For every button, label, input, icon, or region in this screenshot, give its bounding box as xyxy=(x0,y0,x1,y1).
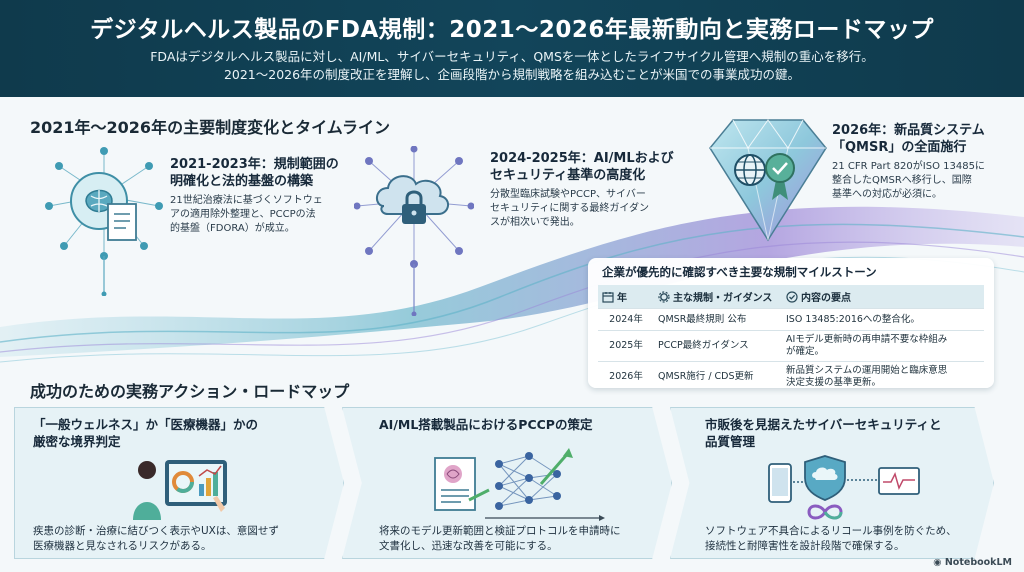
action-card-title: AI/ML搭載製品におけるPCCPの策定 xyxy=(379,416,592,433)
action-card-cybersecurity: 市販後を見据えたサイバーセキュリティと 品質管理 ソフトウェア不具合によるリコー… xyxy=(670,407,994,559)
subtitle-line-1: FDAはデジタルヘルス製品に対し、AI/ML、サイバーセキュリティ、QMSを一体… xyxy=(150,49,874,64)
action-card-desc-line: 接続性と耐障害性を設計段階で確保する。 xyxy=(705,540,905,552)
timeline-item-desc: 基準への対応が必須に。 xyxy=(832,189,942,200)
timeline-item-2024: 2024-2025年：AI/MLおよび セキュリティ基準の高度化 分散型臨床試験… xyxy=(490,150,690,230)
action-card-title-line: 厳密な境界判定 xyxy=(33,434,121,449)
action-card-title: 市販後を見据えたサイバーセキュリティと 品質管理 xyxy=(705,416,942,450)
row-points: 新品質システムの運用開始と臨床意思決定支援の基準更新。 xyxy=(782,361,984,392)
brain-document-icon xyxy=(45,147,163,296)
timeline-item-desc: 整合したQMSRへ移行し、国際 xyxy=(832,175,972,186)
milestone-table-panel: 企業が優先的に確認すべき主要な規制マイルストーン 年 主な規制・ガイダンス 内容… xyxy=(588,258,994,392)
check-circle-icon xyxy=(786,291,798,303)
action-card-desc-line: 将来のモデル更新範囲と検証プロトコルを申請時に xyxy=(379,525,621,537)
timeline-item-desc: 的基盤（FDORA）が成立。 xyxy=(170,223,295,234)
column-header-label: 内容の要点 xyxy=(801,293,851,304)
action-card-desc-line: ソフトウェア不具合によるリコール事例を防ぐため、 xyxy=(705,525,957,537)
row-points: AIモデル更新時の再申請不要な枠組みが確定。 xyxy=(782,330,984,362)
column-header-regulation: 主な規制・ガイダンス xyxy=(654,285,782,309)
action-card-desc: 疾患の診断・治療に結びつく表示やUXは、意図せず 医療機器と見なされるリスクがあ… xyxy=(33,524,279,554)
gear-icon xyxy=(658,291,670,303)
person-tablet-chart-icon xyxy=(133,460,227,520)
header-banner: デジタルヘルス製品のFDA規制：2021〜2026年最新動向と実務ロードマップ … xyxy=(0,0,1024,97)
timeline-section-title: 2021年〜2026年の主要制度変化とタイムライン xyxy=(30,118,390,137)
action-card-pccp: AI/ML搭載製品におけるPCCPの策定 将来のモデル更新範囲と検証プロトコルを… xyxy=(342,407,672,559)
action-card-title-line: 市販後を見据えたサイバーセキュリティと xyxy=(705,417,942,432)
subtitle-line-2: 2021〜2026年の制度改正を理解し、企画段階から規制戦略を組み込むことが米国… xyxy=(223,67,801,82)
document-neural-network-icon xyxy=(434,448,605,521)
timeline-item-title: 「QMSR」の全面施行 xyxy=(832,140,967,155)
row-point-line: 新品質システムの運用開始と臨床意思 xyxy=(786,365,948,376)
row-point-line: が確定。 xyxy=(786,346,825,357)
timeline-item-desc: 21世紀治療法に基づくソフトウェ xyxy=(170,195,323,206)
milestone-table-title: 企業が優先的に確認すべき主要な規制マイルストーン xyxy=(602,265,877,279)
timeline-item-desc: 21 CFR Part 820がISO 13485に xyxy=(832,161,985,172)
timeline-item-desc: アの適用除外整理と、PCCPの法 xyxy=(170,209,316,220)
row-regulation: QMSR施行 / CDS更新 xyxy=(654,361,782,392)
calendar-icon xyxy=(602,292,614,303)
timeline-item-title: 2021-2023年：規制範囲の xyxy=(170,157,339,172)
row-year: 2024年 xyxy=(598,308,654,331)
timeline-item-title: 2024-2025年：AI/MLおよび xyxy=(490,151,674,166)
milestone-table: 年 主な規制・ガイダンス 内容の要点 2024年 QMSR最終規則 公布 ISO… xyxy=(598,285,984,392)
timeline-item-desc: セキュリティに関する最終ガイダン xyxy=(490,203,649,214)
actions-section-title: 成功のための実務アクション・ロードマップ xyxy=(30,382,350,401)
row-year: 2026年 xyxy=(598,361,654,392)
column-header-label: 主な規制・ガイダンス xyxy=(673,293,773,304)
column-header-points: 内容の要点 xyxy=(782,285,984,309)
action-card-title-line: 品質管理 xyxy=(705,434,756,449)
action-card-desc-line: 疾患の診断・治療に結びつく表示やUXは、意図せず xyxy=(33,525,279,537)
column-header-label: 年 xyxy=(617,293,627,304)
table-row: 2025年 PCCP最終ガイダンス AIモデル更新時の再申請不要な枠組みが確定。 xyxy=(598,330,984,362)
footer-brand-label: NotebookLM xyxy=(944,557,1012,568)
timeline-item-title: 明確化と法的基盤の構築 xyxy=(170,174,314,189)
action-card-boundary: 「一般ウェルネス」か「医療機器」かの 厳密な境界判定 疾患の診断・治療に結びつく… xyxy=(14,407,344,559)
row-point-line: AIモデル更新時の再申請不要な枠組み xyxy=(786,334,948,345)
page-title: デジタルヘルス製品のFDA規制：2021〜2026年最新動向と実務ロードマップ xyxy=(90,17,934,43)
shield-cloud-devices-icon xyxy=(768,455,920,520)
timeline-item-desc: 分散型臨床試験やPCCP、サイバー xyxy=(490,189,646,200)
table-row: 2026年 QMSR施行 / CDS更新 新品質システムの運用開始と臨床意思決定… xyxy=(598,361,984,392)
row-points: ISO 13485:2016への整合化。 xyxy=(782,308,984,331)
notebook-icon: ◉ xyxy=(933,557,945,568)
timeline-wave xyxy=(0,206,1024,363)
timeline-item-2026: 2026年：新品質システム 「QMSR」の全面施行 21 CFR Part 82… xyxy=(832,122,1012,202)
action-card-desc: 将来のモデル更新範囲と検証プロトコルを申請時に 文書化し、迅速な改善を可能にする… xyxy=(379,524,621,554)
row-point-line: ISO 13485:2016への整合化。 xyxy=(786,313,920,325)
action-card-title-line: 「一般ウェルネス」か「医療機器」かの xyxy=(33,417,259,432)
row-regulation: PCCP最終ガイダンス xyxy=(654,330,782,362)
action-card-desc: ソフトウェア不具合によるリコール事例を防ぐため、 接続性と耐障害性を設計段階で確… xyxy=(705,524,957,554)
timeline-item-2021: 2021-2023年：規制範囲の 明確化と法的基盤の構築 21世紀治療法に基づく… xyxy=(170,156,360,236)
column-header-year: 年 xyxy=(598,285,654,309)
action-card-desc-line: 文書化し、迅速な改善を可能にする。 xyxy=(379,540,558,552)
timeline-item-title: 2026年：新品質システム xyxy=(832,123,985,138)
diamond-globe-badge-icon xyxy=(709,119,827,242)
action-card-title-line: AI/ML搭載製品におけるPCCPの策定 xyxy=(379,417,593,432)
timeline-item-desc: スが相次いで発出。 xyxy=(490,217,580,228)
cloud-lock-icon xyxy=(354,146,474,316)
action-card-desc-line: 医療機器と見なされるリスクがある。 xyxy=(33,540,212,552)
row-regulation: QMSR最終規則 公布 xyxy=(654,308,782,331)
row-point-line: 決定支援の基準更新。 xyxy=(786,377,882,388)
timeline-item-title: セキュリティ基準の高度化 xyxy=(490,168,646,183)
footer-brand: ◉ NotebookLM xyxy=(933,557,1012,568)
table-row: 2024年 QMSR最終規則 公布 ISO 13485:2016への整合化。 xyxy=(598,308,984,331)
row-year: 2025年 xyxy=(598,330,654,362)
action-card-title: 「一般ウェルネス」か「医療機器」かの 厳密な境界判定 xyxy=(33,416,258,450)
